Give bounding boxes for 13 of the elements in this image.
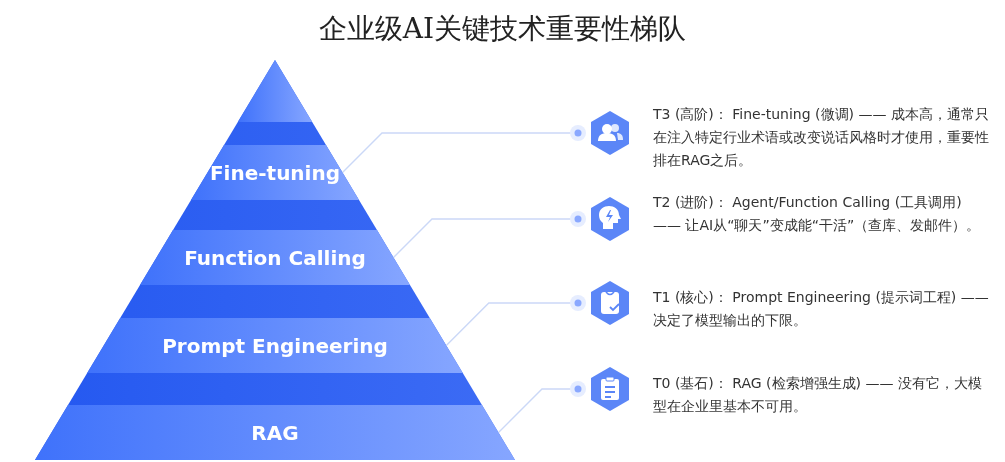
tier-label: Prompt Engineering	[162, 333, 388, 358]
description-text: T2 (进阶)： Agent/Function Calling (工具调用) —— 让AI从“聊天”变成能“干活”（查库、发邮件）。	[653, 193, 982, 235]
tier-label: Fine-tuning	[209, 160, 341, 185]
description-text: T1 (核心)： Prompt Engineering (提示词工程) —— 决定了模型输出的下限。	[653, 288, 990, 330]
leader-line	[445, 295, 586, 347]
leader-line	[497, 381, 586, 434]
description-text: T0 (基石)： RAG (检索增强生成) —— 没有它，大模型在企业里基本不可用。	[653, 374, 983, 416]
leader-line	[341, 125, 586, 174]
leader-line	[392, 211, 586, 259]
title: 企业级AI关键技术重要性梯队	[317, 11, 688, 47]
description-text: T3 (高阶)： Fine-tuning (微调) —— 成本高，通常只在注入特定行业术语或改变说话风格时才使用，重要性排在RAG之后。	[653, 105, 990, 170]
tier-label: RAG	[251, 420, 299, 445]
tier-label: Function Calling	[184, 245, 366, 270]
